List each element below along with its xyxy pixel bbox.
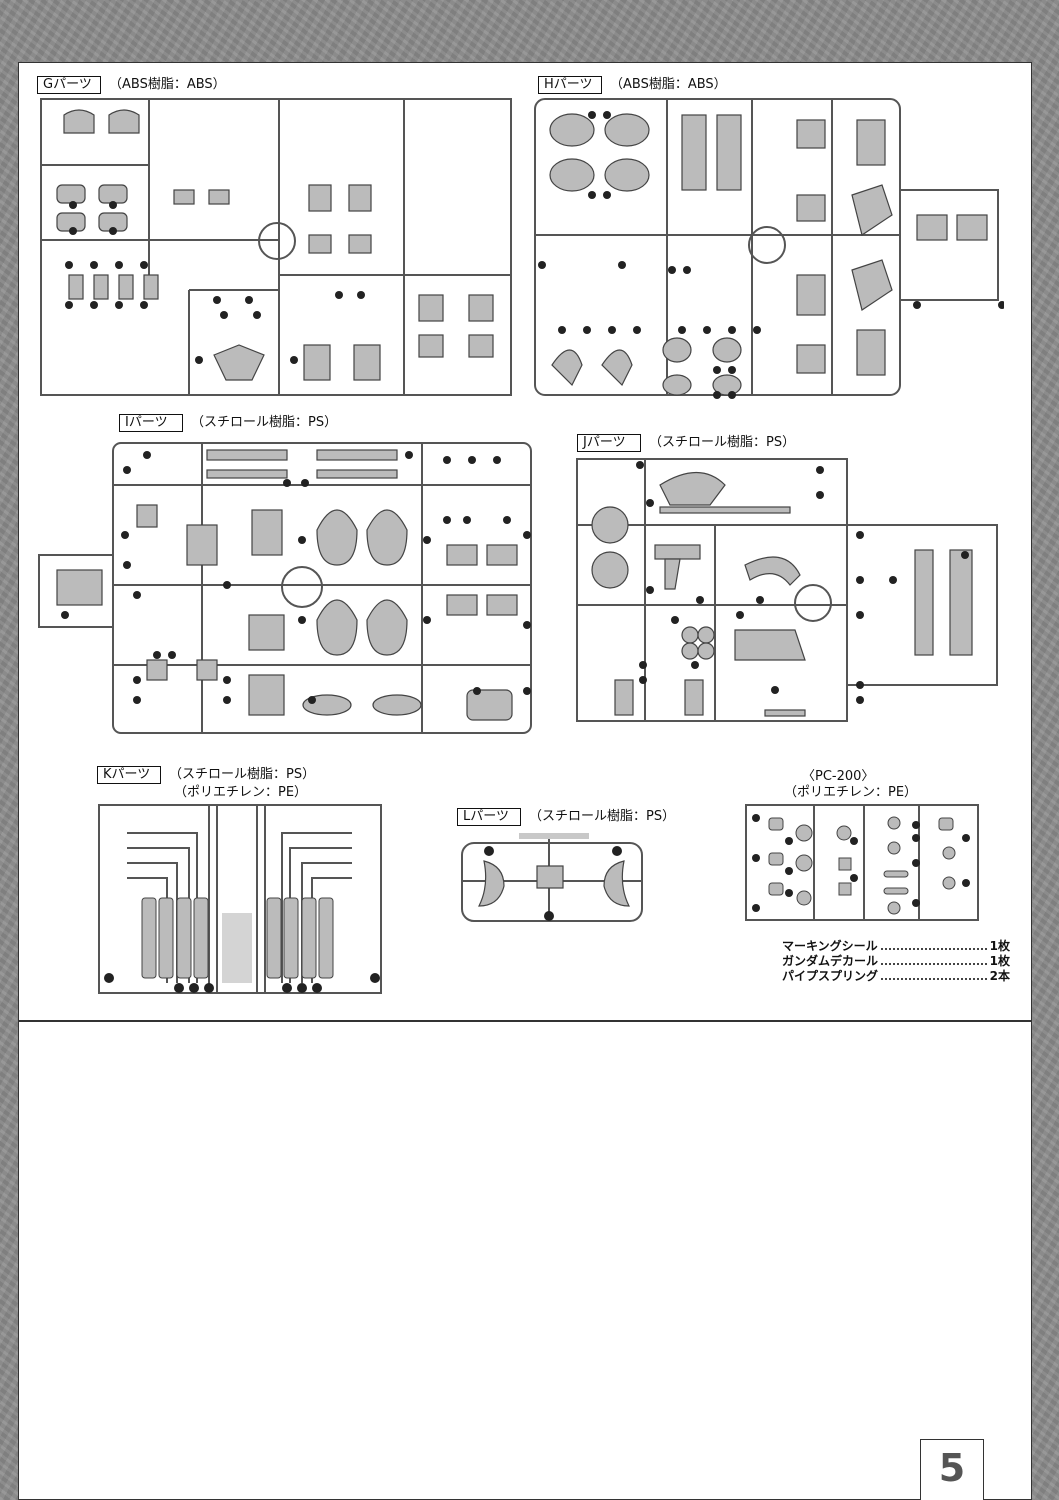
- h-parts-material: （ABS樹脂：ABS）: [610, 77, 727, 92]
- k-parts-title: Kパーツ （スチロール樹脂：PS）: [97, 763, 315, 784]
- i-parts-tag: Iパーツ: [119, 414, 183, 432]
- pc-200-material: （ポリエチレン：PE）: [784, 785, 918, 800]
- pc-200-sprue: [745, 804, 979, 921]
- section-divider: [19, 1020, 1031, 1022]
- leader-dots: [881, 954, 987, 965]
- i-parts-material: （スチロール樹脂：PS）: [191, 415, 338, 430]
- i-parts-title: Iパーツ （スチロール樹脂：PS）: [119, 411, 337, 432]
- g-parts-material: （ABS樹脂：ABS）: [109, 77, 226, 92]
- k-parts-material: （スチロール樹脂：PS）: [169, 767, 316, 782]
- accessory-item: ガンダムデカール 1枚: [782, 954, 1010, 969]
- accessory-name: マーキングシール: [782, 939, 878, 953]
- k-parts-sprue: [98, 804, 382, 994]
- leader-dots: [881, 969, 987, 980]
- accessory-qty: 2本: [989, 969, 1010, 983]
- i-parts-sprue: [38, 442, 532, 734]
- g-parts-title: Gパーツ （ABS樹脂：ABS）: [37, 73, 226, 94]
- accessory-item: マーキングシール 1枚: [782, 939, 1010, 954]
- g-parts-sprue: [40, 98, 512, 396]
- accessory-name: パイプスプリング: [782, 969, 879, 983]
- g-parts-tag: Gパーツ: [37, 76, 101, 94]
- leader-dots: [880, 939, 987, 950]
- l-parts-material: （スチロール樹脂：PS）: [529, 809, 676, 824]
- manual-page: Gパーツ （ABS樹脂：ABS）: [18, 62, 1032, 1500]
- l-parts-sprue: [461, 833, 643, 922]
- j-parts-sprue: [576, 458, 998, 722]
- l-parts-title: Lパーツ （スチロール樹脂：PS）: [457, 805, 675, 826]
- h-parts-tag: Hパーツ: [538, 76, 602, 94]
- h-parts-title: Hパーツ （ABS樹脂：ABS）: [538, 73, 727, 94]
- accessory-qty: 1枚: [989, 954, 1010, 968]
- accessory-name: ガンダムデカール: [782, 954, 879, 968]
- k-parts-tag: Kパーツ: [97, 766, 161, 784]
- page-number: 5: [920, 1439, 984, 1500]
- pc-200-title: 〈PC-200〉: [802, 769, 875, 784]
- accessory-qty: 1枚: [989, 939, 1010, 953]
- accessory-item: パイプスプリング 2本: [782, 969, 1010, 984]
- h-parts-sprue: [534, 98, 1004, 399]
- j-parts-title: Jパーツ （スチロール樹脂：PS）: [577, 431, 795, 452]
- k-parts-material-pe: （ポリエチレン：PE）: [174, 785, 308, 800]
- l-parts-tag: Lパーツ: [457, 808, 521, 826]
- accessory-list: マーキングシール 1枚 ガンダムデカール 1枚 パイプスプリング 2本: [782, 939, 1010, 984]
- j-parts-tag: Jパーツ: [577, 434, 641, 452]
- j-parts-material: （スチロール樹脂：PS）: [649, 435, 796, 450]
